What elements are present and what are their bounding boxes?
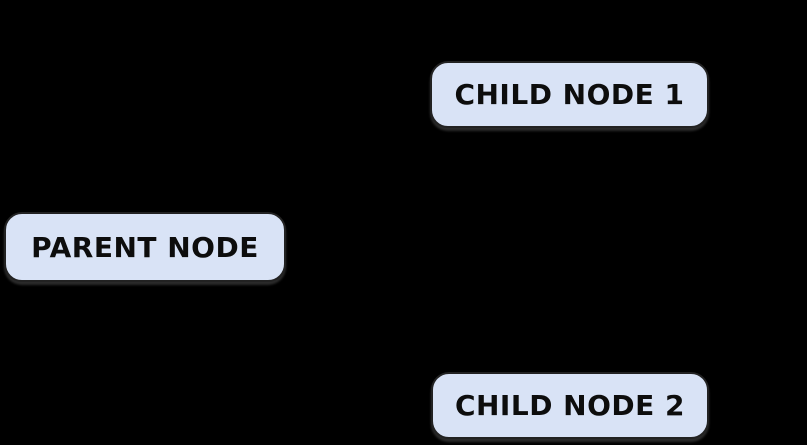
node-child-2-label: CHILD NODE 2 [454, 389, 686, 422]
node-child-1: CHILD NODE 1 [430, 61, 709, 128]
node-child-1-label: CHILD NODE 1 [454, 78, 685, 111]
node-child-2: CHILD NODE 2 [431, 372, 709, 439]
node-parent-label: PARENT NODE [31, 230, 259, 264]
node-parent: PARENT NODE [4, 212, 286, 282]
